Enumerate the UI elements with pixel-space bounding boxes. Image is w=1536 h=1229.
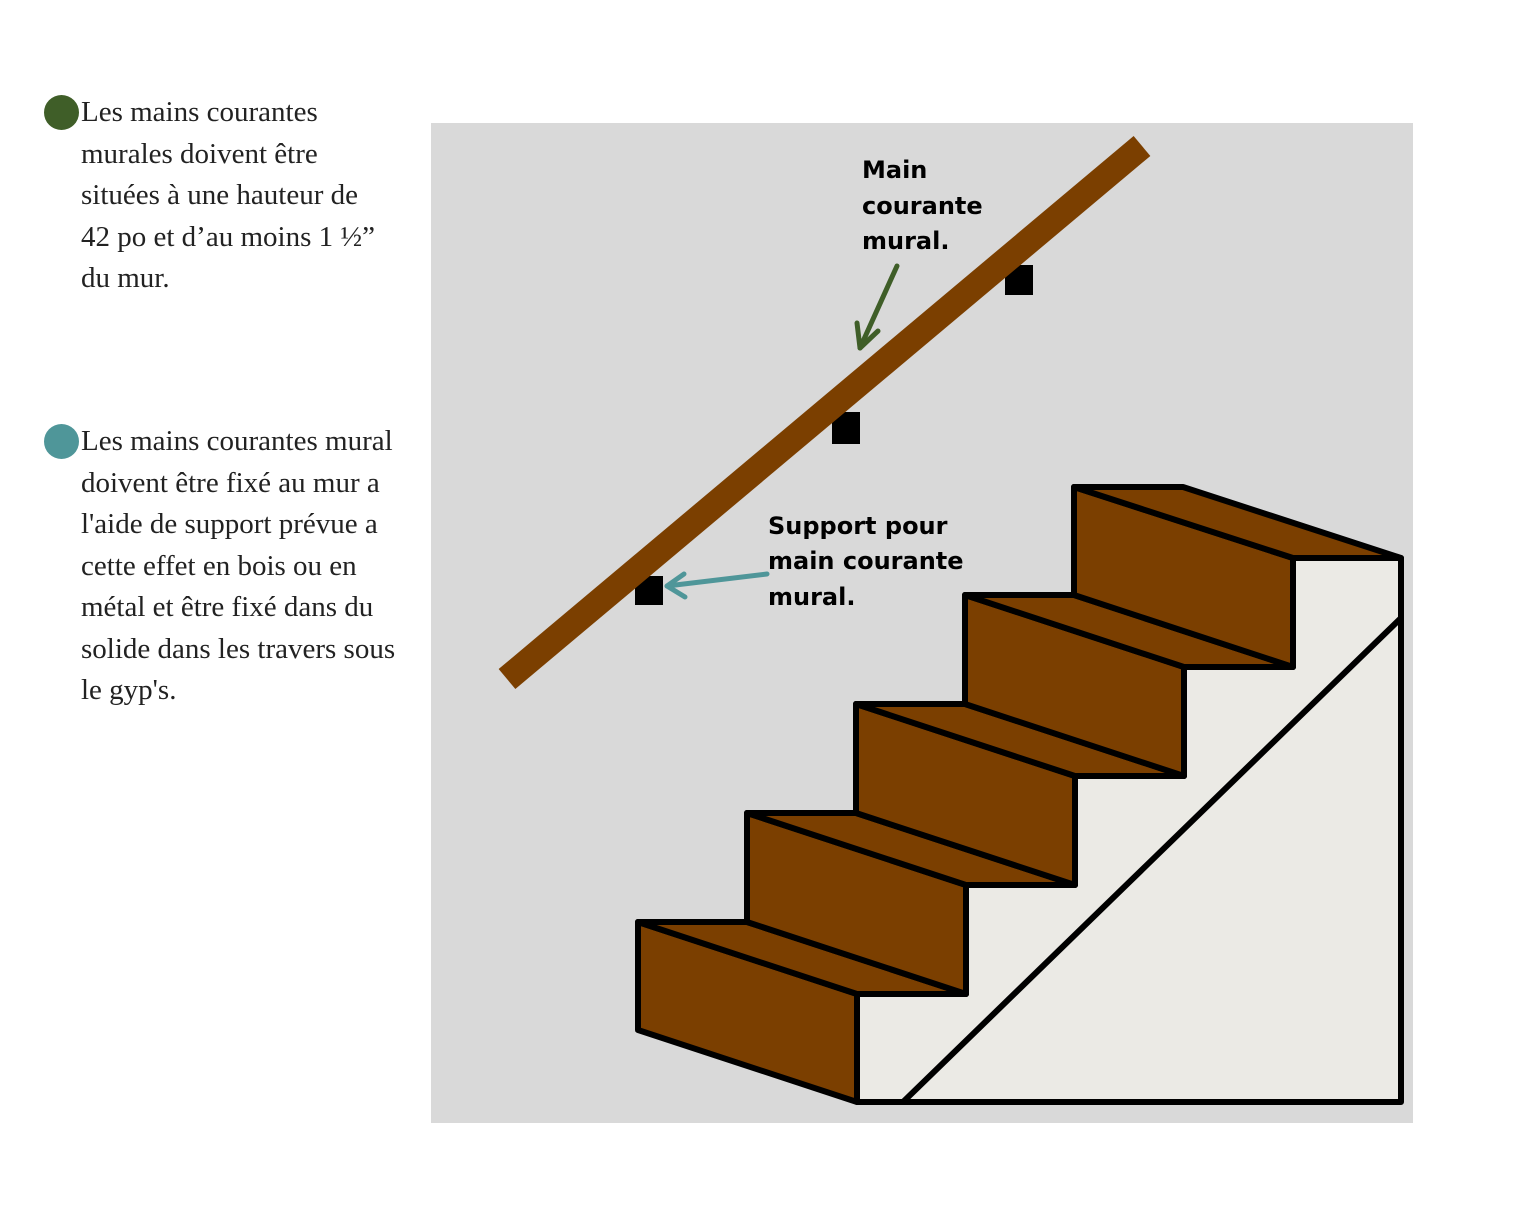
stringer-diagonal xyxy=(900,615,1404,1105)
handrail-label-line-2: courante xyxy=(862,192,983,220)
support-label-line-2: main courante xyxy=(768,547,964,575)
handrail-arrow xyxy=(854,263,900,351)
stair-steps xyxy=(635,484,1404,1105)
support-label-line-1: Support pour xyxy=(768,512,948,540)
note-text: Les mains courantes mural doivent être f… xyxy=(81,425,396,706)
handrail-label: Main courante mural. xyxy=(862,156,991,255)
note-text: Les mains courantes murales doivent être… xyxy=(81,96,375,294)
support-arrow xyxy=(664,571,770,600)
support-label: Support pour main courante mural. xyxy=(768,512,972,611)
wall-handrail xyxy=(498,136,1151,689)
teal-bullet-icon xyxy=(44,424,79,459)
handrail-label-line-1: Main xyxy=(862,156,927,184)
step-5-tread xyxy=(1071,484,1404,561)
support-label-line-3: mural. xyxy=(768,583,855,611)
green-bullet-icon xyxy=(44,95,79,130)
handrail-label-line-3: mural. xyxy=(862,227,949,255)
